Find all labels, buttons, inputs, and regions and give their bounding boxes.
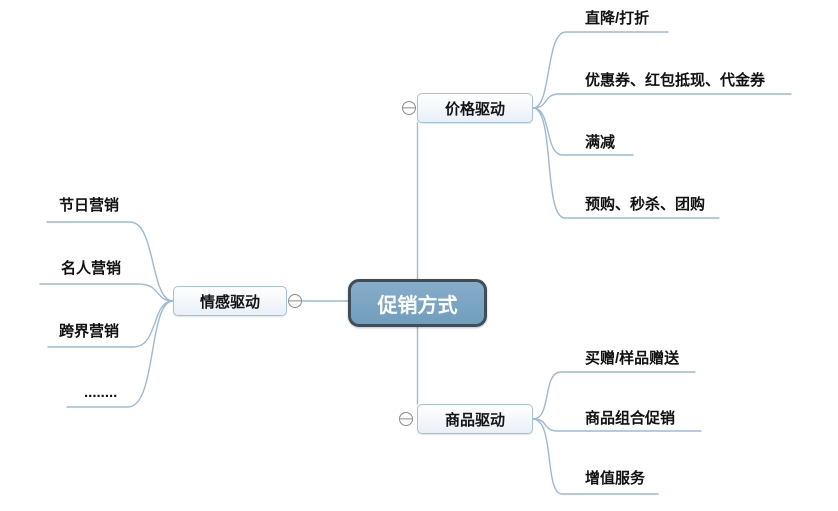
collapse-button-emotion[interactable] [288,294,302,308]
branch-topic-product[interactable]: 商品驱动 [417,404,533,434]
minus-icon [403,107,415,109]
collapse-button-product[interactable] [399,412,413,426]
connector-line [532,31,669,109]
connector-line [46,221,174,302]
connector-line [532,371,696,420]
connector-line [532,107,720,219]
branch-topic-price[interactable]: 价格驱动 [417,93,533,123]
leaf-topic-emotion-1[interactable]: 节日营销 [59,197,120,214]
minus-icon [400,418,412,420]
leaf-topic-emotion-4[interactable]: ........ [84,384,118,401]
connector-line [532,418,659,495]
leaf-topic-price-3[interactable]: 满减 [585,134,616,151]
connector-line [532,107,634,156]
connector-line [532,93,792,109]
leaf-topic-price-2[interactable]: 优惠券、红包抵现、代金券 [585,72,766,89]
leaf-topic-emotion-3[interactable]: 跨界营销 [59,323,120,340]
leaf-topic-product-1[interactable]: 买赠/样品赠送 [585,350,680,367]
leaf-topic-price-4[interactable]: 预购、秒杀、团购 [585,196,706,213]
connector-line [47,300,174,348]
leaf-topic-emotion-2[interactable]: 名人营销 [61,260,122,277]
branch-topic-emotion[interactable]: 情感驱动 [173,286,287,316]
root-topic[interactable]: 促销方式 [348,279,487,327]
leaf-topic-product-3[interactable]: 增值服务 [585,470,646,487]
connector-line [39,283,174,302]
leaf-topic-price-1[interactable]: 直降/打折 [585,10,650,27]
minus-icon [289,300,301,302]
leaf-topic-product-2[interactable]: 商品组合促销 [585,410,676,427]
connector-line [66,300,174,408]
collapse-button-price[interactable] [402,101,416,115]
